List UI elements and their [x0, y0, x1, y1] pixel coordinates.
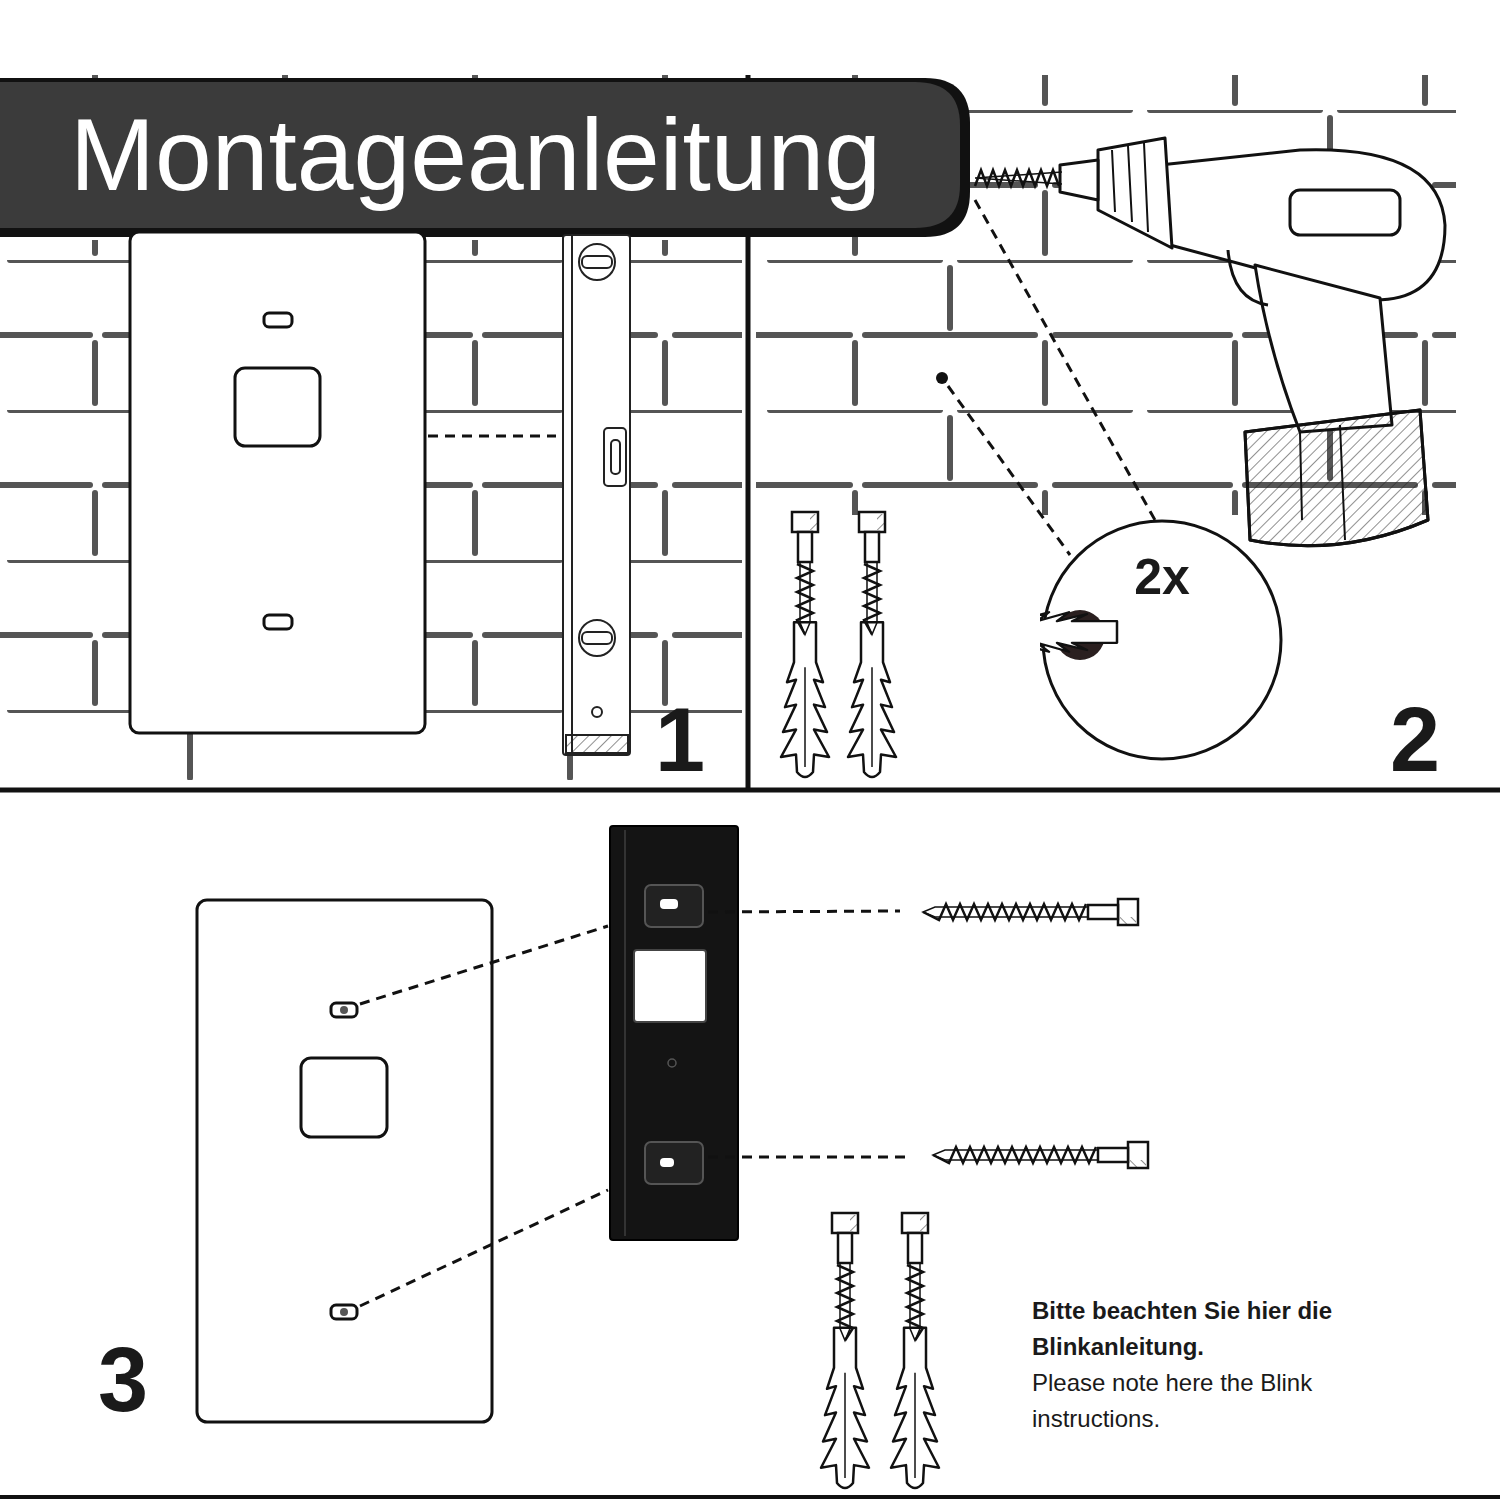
note-text: Bitte beachten Sie hier die Blinkanleitu… — [1032, 1293, 1352, 1365]
note-text: Please note here the Blink instructions. — [1032, 1365, 1352, 1437]
leader-line — [975, 200, 1155, 520]
quantity-label: 2x — [1134, 552, 1190, 602]
callout-circle: 2x — [1040, 518, 1284, 762]
guide-line — [428, 435, 556, 438]
drill — [1060, 138, 1445, 546]
title-banner — [0, 82, 960, 228]
leader-line — [360, 911, 905, 1306]
title: Montageanleitung — [70, 82, 881, 228]
drill-bit — [975, 170, 1062, 186]
drill-mark — [936, 372, 948, 384]
title-banner-outline — [0, 78, 970, 237]
leader-line — [948, 386, 1070, 555]
step-number: 1 — [655, 695, 705, 785]
panel-divider — [0, 1495, 1500, 1499]
wall-anchor — [1040, 612, 1117, 652]
cover-plate — [130, 232, 425, 733]
cover-plate — [197, 900, 492, 1422]
panel-divider — [0, 788, 1500, 793]
step-number: 3 — [98, 1335, 148, 1425]
mounting-bracket — [610, 826, 738, 1240]
step-number: 2 — [1390, 695, 1440, 785]
spirit-level — [563, 235, 630, 755]
